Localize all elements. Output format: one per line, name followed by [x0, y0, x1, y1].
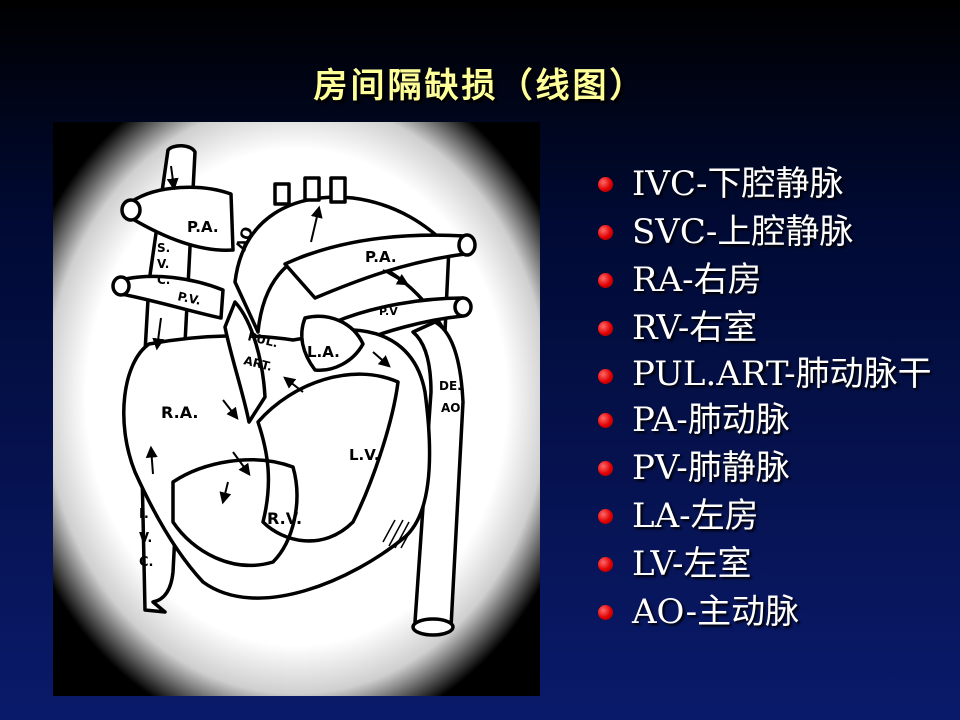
label-ivc-2: V. — [139, 531, 152, 546]
legend-text: SVC-上腔静脉 — [632, 212, 854, 252]
legend-item: PA-肺动脉 — [598, 396, 948, 444]
label-ivc-3: C. — [139, 555, 153, 570]
legend-text: RA-右房 — [632, 260, 762, 300]
flow-arrows — [145, 165, 410, 505]
arch-vessel-2 — [303, 176, 321, 202]
legend-text: RV-右室 — [632, 308, 758, 348]
bullet-icon — [598, 461, 613, 476]
heart-diagram: P.A. P.A. AO S. V. C. P.V. P.V PUL. ART.… — [53, 122, 540, 696]
legend-text: IVC-下腔静脉 — [632, 164, 844, 204]
legend-item: AO-主动脉 — [598, 588, 948, 636]
label-art: ART. — [242, 353, 273, 374]
pa-left-end — [120, 198, 142, 222]
pa-left-branch — [129, 185, 235, 252]
legend-item: LV-左室 — [598, 540, 948, 588]
arch-vessel-1 — [273, 182, 291, 206]
left-atrium — [300, 314, 365, 372]
label-lv: L.V. — [349, 446, 380, 464]
label-svc-1: S. — [157, 241, 170, 255]
label-ra: R.A. — [161, 403, 198, 422]
heart-diagram-svg: P.A. P.A. AO S. V. C. P.V. P.V PUL. ART.… — [53, 122, 540, 696]
heart-outline — [111, 144, 477, 637]
slide-title: 房间隔缺损（线图） — [313, 66, 647, 106]
pv-right-end — [453, 296, 473, 318]
legend-text: LA-左房 — [632, 496, 759, 536]
legend-item: RV-右室 — [598, 304, 948, 352]
pv-left-end — [111, 275, 131, 297]
label-pa-left: P.A. — [187, 218, 219, 236]
lv-hatch — [382, 519, 414, 549]
septum — [256, 372, 400, 543]
legend-item: IVC-下腔静脉 — [598, 160, 948, 208]
arch-vessel-3 — [329, 176, 347, 204]
bullet-icon — [598, 225, 613, 240]
legend-text: AO-主动脉 — [632, 592, 800, 632]
legend-item: PUL.ART-肺动脉干 — [598, 352, 948, 396]
legend-list: IVC-下腔静脉 SVC-上腔静脉 RA-右房 RV-右室 PUL.ART-肺动… — [598, 160, 948, 636]
legend-text: LV-左室 — [632, 544, 752, 584]
label-de: DE. — [439, 379, 462, 393]
bullet-icon — [598, 557, 613, 572]
label-ao-desc: AO. — [441, 401, 465, 415]
legend-text: PA-肺动脉 — [632, 400, 790, 440]
descending-aorta-end — [411, 617, 455, 637]
right-ventricle — [171, 458, 299, 568]
pv-left-branch — [119, 274, 225, 320]
legend-text: PUL.ART-肺动脉干 — [632, 354, 932, 394]
bullet-icon — [598, 369, 613, 384]
bullet-icon — [598, 273, 613, 288]
label-svc-3: C. — [157, 273, 170, 287]
legend-text: PV-肺静脉 — [632, 448, 790, 488]
legend-item: SVC-上腔静脉 — [598, 208, 948, 256]
label-svc-2: V. — [157, 257, 169, 271]
label-pv-right: P.V — [379, 305, 398, 318]
legend-item: LA-左房 — [598, 492, 948, 540]
bullet-icon — [598, 177, 613, 192]
pa-right-end — [457, 233, 477, 257]
legend-item: PV-肺静脉 — [598, 444, 948, 492]
label-la: L.A. — [307, 343, 340, 361]
bullet-icon — [598, 605, 613, 620]
label-pa-right: P.A. — [365, 248, 397, 266]
label-pv-left: P.V. — [176, 289, 202, 308]
bullet-icon — [598, 413, 613, 428]
bullet-icon — [598, 509, 613, 524]
legend-item: RA-右房 — [598, 256, 948, 304]
pulmonary-trunk — [223, 300, 267, 424]
bullet-icon — [598, 321, 613, 336]
label-rv: R.V. — [267, 509, 302, 528]
label-ivc-1: I. — [139, 507, 149, 522]
